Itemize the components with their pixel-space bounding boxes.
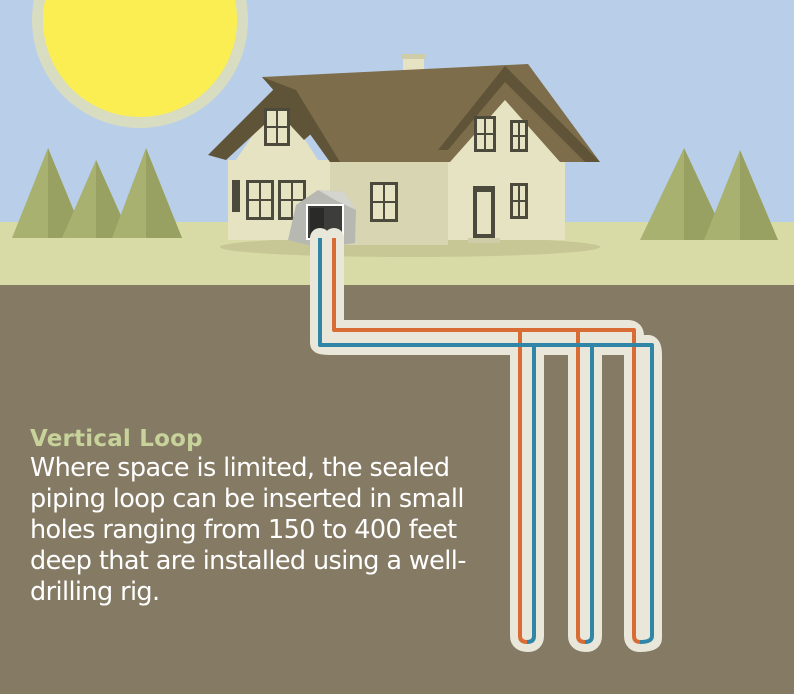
window [370, 182, 398, 222]
supply-pipe [576, 330, 586, 644]
window [474, 116, 496, 152]
window [510, 120, 528, 152]
window [510, 183, 528, 219]
window [246, 180, 274, 220]
supply-pipe [518, 330, 528, 644]
sun [32, 0, 248, 128]
trees-left [12, 148, 182, 238]
caption-title: Vertical Loop [30, 426, 203, 452]
return-pipe [318, 238, 654, 644]
return-pipe [526, 345, 536, 644]
door [473, 186, 495, 238]
caption: Vertical Loop Where space is limited, th… [30, 426, 500, 608]
supply-pipe [332, 238, 641, 644]
trees-right [640, 148, 778, 240]
caption-body: Where space is limited, the sealed pipin… [30, 453, 466, 607]
return-pipe [584, 345, 594, 644]
window [264, 108, 290, 146]
ground-loop-pipes [318, 238, 654, 644]
